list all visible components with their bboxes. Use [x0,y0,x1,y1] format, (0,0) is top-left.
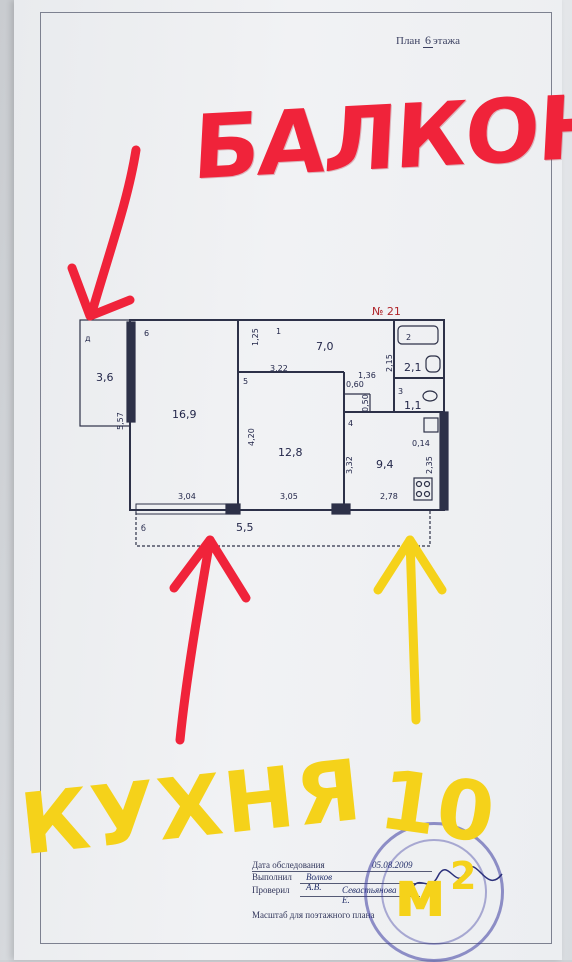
dim-014: 0,14 [412,439,430,448]
red-arrow-bottom-head [169,535,251,603]
yellow-arrow-head [373,535,447,595]
stove-burner-2 [423,480,431,488]
paper-sheet [14,0,562,960]
area-corridor: 7,0 [316,340,334,353]
dim-215: 2,15 [385,354,394,372]
page-frame [40,12,552,944]
room-number-4: 4 [348,419,353,428]
dim-050: 0,50 [361,394,370,412]
kitchen-wall [439,411,449,511]
red-arrow-balcony-shaft [87,145,141,317]
area-room-large: 16,9 [172,408,197,421]
area-balcony-bottom: 5,5 [236,521,254,534]
area-balcony-left: 3,6 [96,371,114,384]
room-number-6-top: 6 [144,329,149,338]
header-suffix: этажа [432,35,460,47]
stove-burner-1 [415,480,423,488]
footer-done-label: Выполнил [252,872,292,882]
red-arrow-bottom-shaft [175,535,215,745]
room-number-6-bottom: б [141,524,146,533]
room-number-3: 3 [398,387,403,396]
header-prefix: План [396,35,421,47]
dim-420: 4,20 [247,428,256,446]
footer-survey: Дата обследования 05.08.2009 [252,860,413,870]
dim-305: 3,05 [280,492,298,501]
dim-060: 0,60 [346,380,364,389]
area-kitchen: 9,4 [376,458,394,471]
dim-322a: 3,22 [270,364,288,373]
room-number-1: 1 [276,327,281,336]
kitchen-area-handwritten: 10 [373,752,501,863]
footer-underline-1 [252,871,432,872]
footer-checked: Проверил Севастьянова Е. [252,885,397,905]
area-bathroom: 2,1 [404,361,422,374]
footer-scale-label: Масштаб для поэтажного плана [252,910,375,920]
dim-278: 2,78 [380,492,398,501]
footer-done-name: Волков А.В. [306,872,332,892]
kitchen-area-unit: м [394,858,447,932]
yellow-arrow-shaft [405,535,421,725]
stove-burner-4 [423,490,431,498]
stove-burner-3 [415,490,423,498]
red-arrow-balcony-head [67,263,135,321]
window-pier-2 [331,503,351,515]
footer-scale: Масштаб для поэтажного плана [252,910,374,920]
room-number-5: 5 [243,377,248,386]
dim-136: 1,36 [358,371,376,380]
kitchen-area-superscript: 2 [450,854,477,898]
apartment-number: № 21 [372,305,401,318]
dim-235: 2,35 [425,456,434,474]
window-pier-1 [225,503,241,515]
dim-557: 5,57 [116,412,125,430]
area-room-middle: 12,8 [278,446,303,459]
sink [425,355,441,373]
room-number-2: 2 [406,333,411,342]
balcony-door [126,321,136,423]
footer-checked-label: Проверил [252,885,290,895]
kitchen-sink [423,417,439,433]
footer-underline-3 [300,896,420,897]
balcony-bottom-outline [135,509,431,547]
header-floor-number: 6 [422,33,433,48]
area-toilet: 1,1 [404,399,422,412]
dim-304: 3,04 [178,492,196,501]
dim-332: 3,32 [345,456,354,474]
toilet-bowl [422,390,438,402]
balcony-handwritten-label: БАЛКОН [190,74,572,200]
signature [409,865,503,893]
dim-125: 1,25 [251,328,260,346]
stove [413,477,433,501]
footer-done: Выполнил Волков А.В. [252,872,332,892]
footer-survey-label: Дата обследования [252,860,325,870]
bathtub [397,325,439,345]
room-letter-d: д [85,334,91,343]
